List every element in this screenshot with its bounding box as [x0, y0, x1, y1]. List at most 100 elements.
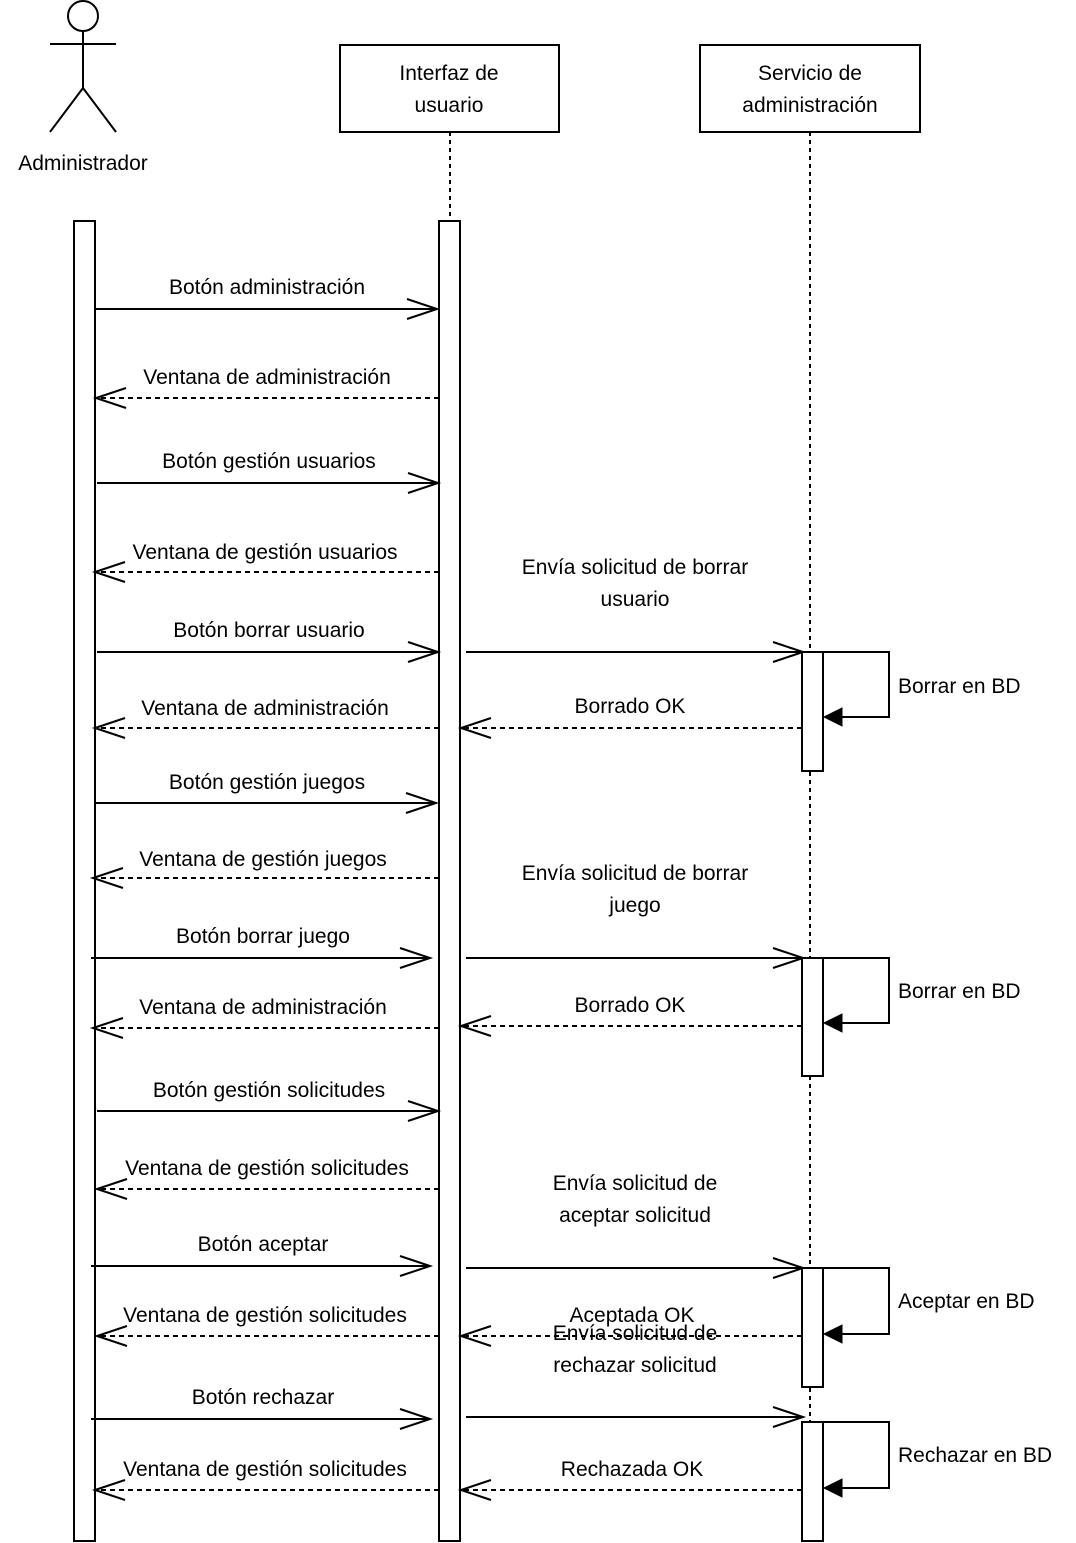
- self-call-arrowhead: [822, 707, 843, 727]
- message-m13: Envía solicitud de borrar juego: [466, 862, 807, 969]
- message-label: Botón aceptar: [198, 1233, 329, 1256]
- activation-servicio-1: [801, 651, 824, 772]
- self-call-label: Borrar en BD: [898, 980, 1021, 1003]
- self-call-line: [824, 1267, 890, 1335]
- open-arrowhead: [405, 792, 440, 814]
- message-m16: Ventana de administración: [89, 996, 439, 1039]
- open-arrowhead: [407, 472, 442, 494]
- message-label: Envía solicitud de borrar: [522, 556, 748, 579]
- open-arrowhead: [407, 1100, 442, 1122]
- message-m27: Rechazada OK: [457, 1458, 802, 1501]
- message-m21: Aceptar en BD: [822, 1267, 1035, 1344]
- message-label: Ventana de gestión usuarios: [132, 541, 397, 564]
- participant-label-line1: Interfaz de: [399, 62, 498, 85]
- self-call-label: Aceptar en BD: [898, 1290, 1035, 1313]
- message-label: Envía solicitud de borrar: [522, 862, 748, 885]
- open-arrowhead: [457, 1479, 492, 1501]
- message-label: Aceptada OK: [570, 1304, 695, 1327]
- message-m2: Ventana de administración: [92, 366, 439, 409]
- message-label: Ventana de gestión solicitudes: [123, 1304, 407, 1327]
- open-arrowhead: [772, 641, 807, 663]
- message-m26: Rechazar en BD: [822, 1421, 1052, 1498]
- message-m17: Botón gestión solicitudes: [97, 1079, 442, 1122]
- message-m4: Ventana de gestión usuarios: [91, 541, 439, 583]
- participant-label-line2: administración: [742, 94, 877, 117]
- open-arrowhead: [91, 1479, 126, 1501]
- message-m19: Botón aceptar: [91, 1233, 434, 1277]
- open-arrowhead: [772, 1257, 807, 1279]
- open-arrowhead: [89, 1017, 124, 1039]
- message-m5: Botón borrar usuario: [97, 619, 442, 663]
- open-arrowhead: [457, 1015, 492, 1037]
- participant-label-line2: usuario: [415, 94, 484, 117]
- message-m23: Ventana de gestión solicitudes: [93, 1304, 439, 1347]
- message-label: aceptar solicitud: [559, 1204, 711, 1227]
- activation-servicio-4: [801, 1421, 824, 1542]
- message-label: Ventana de administración: [141, 697, 389, 720]
- open-arrowhead: [399, 1408, 434, 1430]
- open-arrowhead: [406, 298, 441, 320]
- message-label: Borrado OK: [575, 695, 686, 718]
- message-m22: Aceptada OK: [457, 1304, 802, 1347]
- activation-administrador: [73, 220, 96, 1542]
- self-call-label: Borrar en BD: [898, 675, 1021, 698]
- message-label: Ventana de administración: [139, 996, 387, 1019]
- activation-interfaz: [438, 220, 461, 1542]
- message-m18: Ventana de gestión solicitudes: [93, 1157, 439, 1200]
- open-arrowhead: [93, 1325, 128, 1347]
- self-call-label: Rechazar en BD: [898, 1444, 1052, 1467]
- message-label: Ventana de administración: [143, 366, 391, 389]
- message-label: Envía solicitud de: [553, 1322, 718, 1345]
- participant-label-line1: Servicio de: [758, 62, 862, 85]
- message-label: Botón borrar usuario: [173, 619, 364, 642]
- open-arrowhead: [89, 867, 124, 889]
- message-label: Botón gestión solicitudes: [153, 1079, 385, 1102]
- open-arrowhead: [93, 1178, 128, 1200]
- open-arrowhead: [91, 717, 126, 739]
- participant-interfaz-usuario: Interfaz de usuario: [339, 44, 560, 133]
- open-arrowhead: [457, 717, 492, 739]
- actor-administrador: Administrador: [18, 0, 148, 175]
- open-arrowhead: [399, 1255, 434, 1277]
- message-label: Botón gestión usuarios: [162, 450, 376, 473]
- message-label: Botón gestión juegos: [169, 771, 365, 794]
- self-call-line: [824, 1421, 890, 1489]
- self-call-line: [824, 957, 890, 1024]
- open-arrowhead: [772, 947, 807, 969]
- message-label: Ventana de gestión solicitudes: [123, 1458, 407, 1481]
- message-label: Ventana de gestión solicitudes: [125, 1157, 409, 1180]
- message-label: Rechazada OK: [561, 1458, 703, 1481]
- message-m3: Botón gestión usuarios: [97, 450, 442, 494]
- message-label: Ventana de gestión juegos: [139, 848, 387, 871]
- message-m24: Botón rechazar: [91, 1386, 434, 1430]
- actor-left-leg: [49, 87, 84, 133]
- participant-servicio-administracion: Servicio de administración: [699, 44, 921, 133]
- open-arrowhead: [91, 561, 126, 583]
- message-m8: Borrado OK: [457, 695, 802, 739]
- message-m14: Borrar en BD: [822, 957, 1021, 1033]
- actor-label: Administrador: [18, 152, 148, 175]
- participant-box: [339, 44, 560, 133]
- message-label: Botón administración: [169, 276, 365, 299]
- message-label: juego: [608, 894, 660, 917]
- message-label: Botón rechazar: [192, 1386, 334, 1409]
- message-m15: Borrado OK: [457, 994, 802, 1037]
- message-label: Borrado OK: [575, 994, 686, 1017]
- message-m12: Botón borrar juego: [91, 925, 434, 969]
- open-arrowhead: [772, 1406, 807, 1428]
- message-m11: Ventana de gestión juegos: [89, 848, 439, 889]
- activation-servicio-2: [801, 957, 824, 1077]
- open-arrowhead: [92, 387, 127, 409]
- message-m9: Ventana de administración: [91, 697, 439, 739]
- self-call-arrowhead: [822, 1324, 843, 1344]
- self-call-arrowhead: [822, 1478, 843, 1498]
- message-m7: Borrar en BD: [822, 651, 1021, 727]
- self-call-arrowhead: [822, 1013, 843, 1033]
- message-m10: Botón gestión juegos: [95, 771, 440, 814]
- actor-right-leg: [82, 87, 117, 133]
- message-m1: Botón administración: [95, 276, 441, 320]
